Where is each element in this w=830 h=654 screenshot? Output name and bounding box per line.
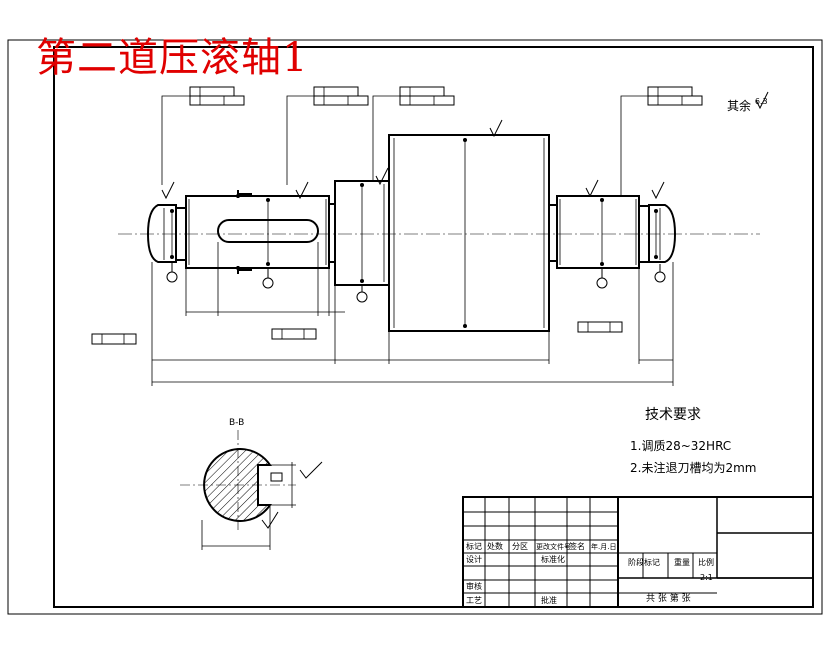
leader-lines	[161, 95, 648, 195]
tolerance-frames	[91, 86, 703, 345]
keyway-detail-box	[270, 472, 283, 482]
title-block-sheets: 共 张 第 张	[646, 594, 691, 604]
outer-border	[7, 39, 823, 615]
roughness-symbol	[261, 511, 279, 529]
title-block-count: 处数	[487, 542, 503, 551]
roughness-symbols	[161, 91, 769, 200]
remainder-roughness-value: 6.3	[754, 97, 768, 106]
section-label: B-B	[229, 418, 245, 428]
section-view-b-b	[180, 430, 323, 550]
datum-marker	[262, 277, 274, 289]
bearing-section-right	[556, 195, 640, 269]
length-dims	[151, 242, 674, 386]
title-block-zone: 分区	[512, 542, 528, 551]
datum-marker	[596, 277, 608, 289]
datum-marker	[356, 291, 368, 303]
datum-markers	[166, 262, 666, 303]
inner-border	[53, 46, 814, 608]
detail-lines	[163, 138, 661, 328]
title-block-scale-label: 比例	[698, 558, 714, 567]
title-block-stage-mark: 阶段标记	[628, 558, 660, 567]
title-block-review: 审核	[466, 582, 482, 591]
dimension-arrows	[170, 138, 658, 328]
title-block-design: 设计	[466, 555, 482, 564]
keyed-section	[185, 195, 330, 269]
right-journal	[648, 204, 677, 263]
title-block-scale: 2:1	[700, 573, 713, 582]
page-title: 第二道压滚轴1	[36, 35, 309, 81]
title-block-signature: 签名	[569, 542, 585, 551]
title-block-approve: 批准	[541, 596, 557, 605]
datum-marker	[654, 271, 666, 283]
tech-requirement-item: 1.调质28~32HRC	[630, 439, 732, 453]
title-block-weight: 重量	[674, 558, 690, 567]
title-block-date: 年.月.日	[591, 543, 617, 551]
left-journal	[146, 204, 177, 263]
roller-body	[388, 134, 550, 332]
title-block-process: 工艺	[466, 596, 482, 605]
remainder-roughness-symbol	[755, 91, 769, 110]
title-block-mark: 标记	[466, 542, 482, 551]
shaft-outline	[146, 134, 677, 332]
section-cut-marks	[237, 190, 252, 274]
title-block-standardize: 标准化	[541, 555, 565, 564]
title-block-change-doc: 更改文件号	[536, 543, 571, 551]
datum-marker	[166, 271, 178, 283]
tolerance-frame-dividers	[101, 87, 683, 344]
tech-requirements-heading: 技术要求	[645, 407, 701, 423]
roughness-symbol	[299, 461, 323, 479]
remainder-roughness-note: 其余 6.3	[727, 97, 768, 114]
remainder-label: 其余	[727, 99, 752, 113]
groove-3	[548, 204, 558, 262]
tech-requirement-item: 2.未注退刀槽均为2mm	[630, 461, 757, 475]
diameter-dims	[171, 138, 657, 328]
title-block	[462, 496, 814, 608]
